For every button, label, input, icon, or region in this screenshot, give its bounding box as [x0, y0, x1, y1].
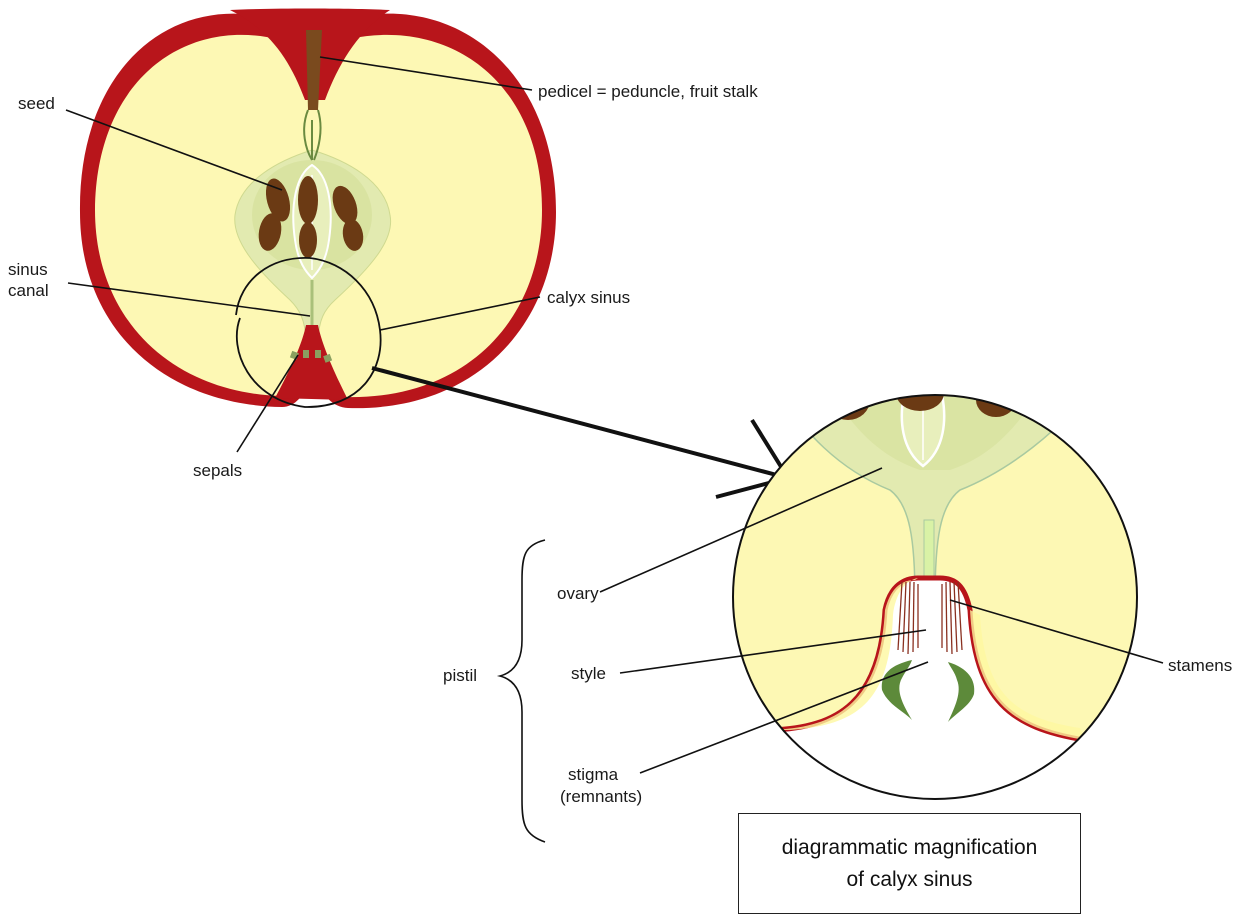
label-sepals: sepals	[193, 461, 242, 480]
label-seed: seed	[18, 94, 55, 113]
caption-line-2: of calyx sinus	[846, 864, 972, 896]
label-ovary: ovary	[557, 584, 599, 603]
pistil-brace	[500, 540, 545, 842]
caption-box: diagrammatic magnification of calyx sinu…	[738, 813, 1081, 914]
label-stamens: stamens	[1168, 656, 1232, 675]
label-style: style	[571, 664, 606, 683]
label-stigma-2: (remnants)	[560, 787, 642, 806]
label-calyx-sinus: calyx sinus	[547, 288, 630, 307]
caption-line-1: diagrammatic magnification	[782, 832, 1038, 864]
magnified-view	[720, 375, 1150, 820]
label-sinus-canal-1: sinus	[8, 260, 48, 279]
label-pedicel: pedicel = peduncle, fruit stalk	[538, 82, 758, 101]
seed-icon	[299, 222, 317, 258]
apple-whole	[80, 9, 556, 409]
label-sinus-canal-2: canal	[8, 281, 49, 300]
seed-icon	[298, 176, 318, 224]
label-pistil: pistil	[443, 666, 477, 685]
label-stigma-1: stigma	[568, 765, 619, 784]
seed-icon	[896, 375, 944, 411]
